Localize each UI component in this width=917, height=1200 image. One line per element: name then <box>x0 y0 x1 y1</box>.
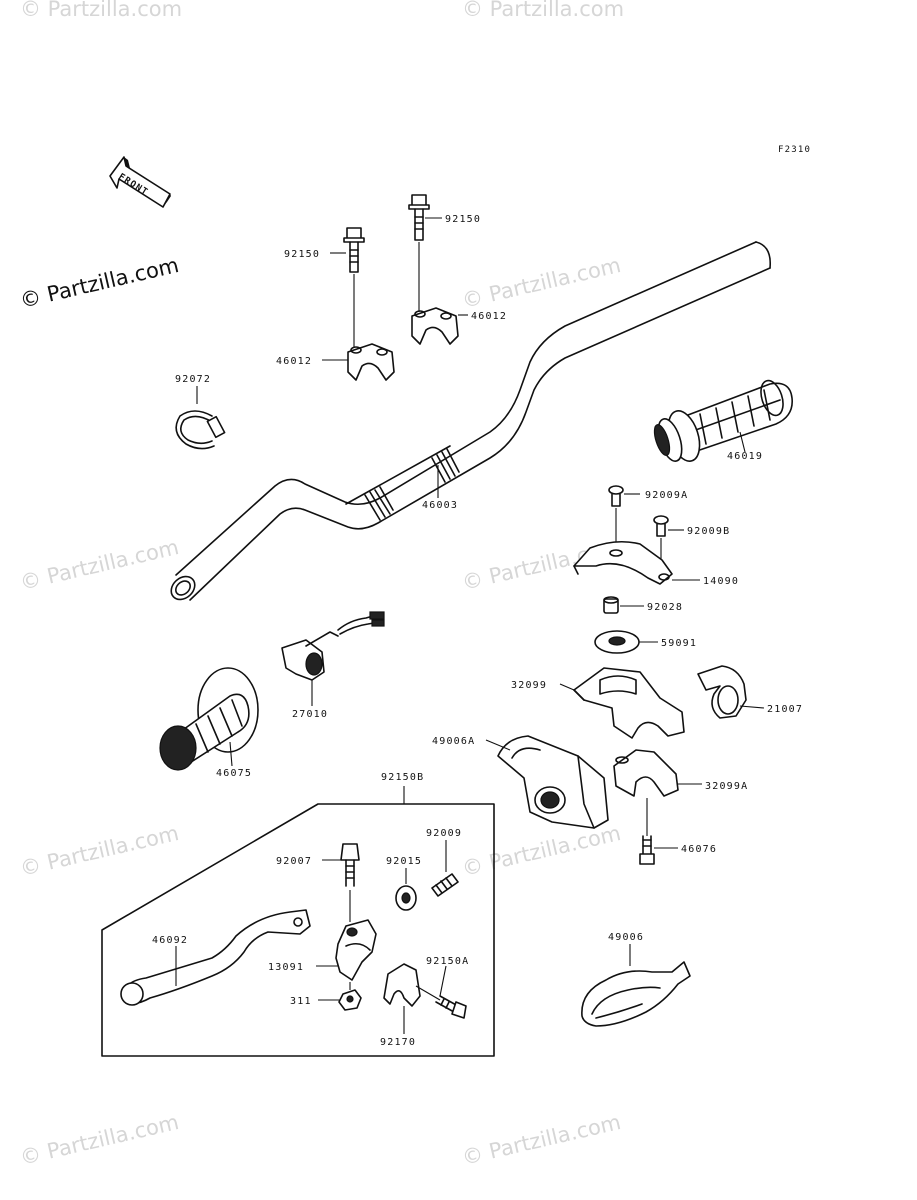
part-label-92150-left: 92150 <box>284 249 320 260</box>
part-label-46003: 46003 <box>422 500 458 511</box>
part-label-27010: 27010 <box>292 709 328 720</box>
handlebar[interactable] <box>167 241 772 604</box>
screw-92009b[interactable] <box>653 515 669 537</box>
locknut-92015[interactable] <box>395 885 417 911</box>
part-label-46092: 46092 <box>152 935 188 946</box>
part-label-92150a: 92150A <box>426 956 469 967</box>
adjuster-92009[interactable] <box>431 873 459 897</box>
part-label-46012-left: 46012 <box>276 356 312 367</box>
part-label-59091: 59091 <box>661 638 697 649</box>
bolt-92150b[interactable] <box>639 835 655 865</box>
throttle-grip[interactable] <box>651 378 793 465</box>
part-label-92007: 92007 <box>276 856 312 867</box>
watermark: © Partzilla.com <box>18 1110 181 1170</box>
lever-assembly-group <box>101 803 495 1057</box>
throttle-cover[interactable] <box>573 540 673 585</box>
engine-stop-switch[interactable] <box>281 611 385 681</box>
handlebar-bolt-left[interactable] <box>343 227 365 273</box>
collar-92028[interactable] <box>603 596 619 614</box>
bolt-92150a[interactable] <box>435 995 467 1019</box>
leader-line <box>739 705 765 709</box>
lever-cover[interactable] <box>581 961 691 1027</box>
leader-line <box>485 739 511 751</box>
part-label-92009b: 92009B <box>687 526 730 537</box>
seal-59091[interactable] <box>594 630 640 654</box>
watermark: © Partzilla.com <box>462 0 624 21</box>
part-label-46012-right: 46012 <box>471 311 507 322</box>
clutch-lever[interactable] <box>120 909 311 1006</box>
bolt-92007[interactable] <box>340 843 360 887</box>
leader-line <box>415 985 441 1001</box>
watermark-layer: © Partzilla.com © Partzilla.com © Partzi… <box>18 0 624 1170</box>
watermark: © Partzilla.com <box>18 821 181 881</box>
part-label-21007: 21007 <box>767 704 803 715</box>
part-label-92015: 92015 <box>386 856 422 867</box>
screw-92009a[interactable] <box>608 485 624 507</box>
watermark: © Partzilla.com <box>460 821 623 881</box>
watermark: © Partzilla.com <box>18 535 181 595</box>
part-label-92009a: 92009A <box>645 490 688 501</box>
front-arrow-icon: FRONT <box>109 156 171 208</box>
part-label-46019: 46019 <box>727 451 763 462</box>
leader-line <box>559 683 575 691</box>
throttle-housing[interactable] <box>573 667 685 739</box>
handlebar-clamp-left[interactable] <box>347 343 395 381</box>
part-label-92009: 92009 <box>426 828 462 839</box>
watermark: © Partzilla.com <box>460 1110 623 1170</box>
watermark: © Partzilla.com <box>18 253 181 313</box>
throttle-housing-assembly[interactable] <box>497 735 609 829</box>
part-label-46076: 92150B <box>381 772 424 783</box>
part-label-32099: 32099 <box>511 680 547 691</box>
handlebar-clamp-right[interactable] <box>411 307 459 345</box>
part-label-49006a: 49006A <box>432 736 475 747</box>
part-label-13091: 13091 <box>268 962 304 973</box>
throttle-drum[interactable] <box>697 665 747 719</box>
cable-band[interactable] <box>175 410 226 450</box>
handlebar-bolt-right[interactable] <box>408 194 430 241</box>
part-label-311: 311 <box>290 996 312 1007</box>
nut-311[interactable] <box>338 989 362 1011</box>
part-label-92028: 92028 <box>647 602 683 613</box>
throttle-housing-clamp[interactable] <box>613 749 679 797</box>
part-label-92150-right: 92150 <box>445 214 481 225</box>
part-label-49006: 49006 <box>608 932 644 943</box>
leader-line <box>739 431 746 453</box>
part-label-92072: 92072 <box>175 374 211 385</box>
leader-line <box>229 741 233 767</box>
part-label-46075: 46075 <box>216 768 252 779</box>
part-label-92170: 92170 <box>380 1037 416 1048</box>
perch-clamp[interactable] <box>383 963 421 1007</box>
part-label-32099a: 32099A <box>705 781 748 792</box>
leader-line <box>439 965 447 997</box>
lever-perch[interactable] <box>335 919 377 981</box>
left-grip[interactable] <box>159 667 259 771</box>
figure-code: F2310 <box>778 145 811 155</box>
watermark: © Partzilla.com <box>20 0 182 21</box>
watermark: © Partzilla.com <box>460 253 623 313</box>
part-label-14090: 14090 <box>703 576 739 587</box>
part-label-92150b: 46076 <box>681 844 717 855</box>
